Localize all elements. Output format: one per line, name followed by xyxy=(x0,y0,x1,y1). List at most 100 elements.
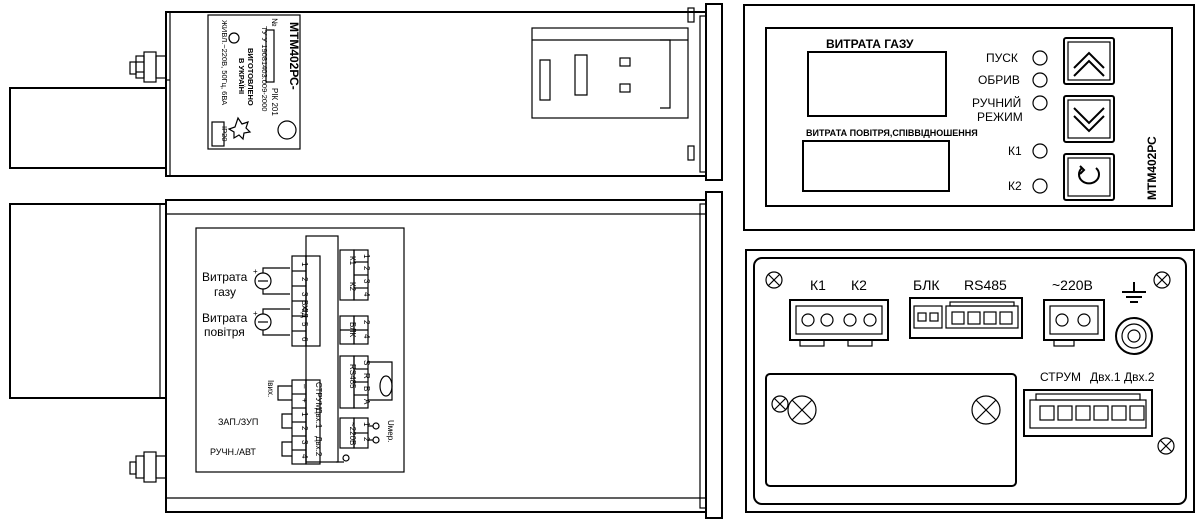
ground-symbol-icon xyxy=(1122,282,1146,303)
ind-k2-label: К2 xyxy=(1008,179,1022,193)
ind-k2-led xyxy=(1032,178,1048,194)
relay-terminal-block: К1 К2 1 2 3 4 xyxy=(339,249,371,301)
air-label-1: Витрата xyxy=(202,311,248,325)
down-button[interactable] xyxy=(1063,95,1115,143)
gas-sensor-icon: + xyxy=(253,267,290,295)
ind-k1-led xyxy=(1032,143,1048,159)
nameplate-model: МТМ402РС- xyxy=(287,22,301,90)
cover-screw-right-icon xyxy=(971,395,1001,425)
cover-screw-left-icon xyxy=(787,395,817,425)
cycle-icon xyxy=(1078,167,1100,185)
quality-star-icon xyxy=(227,116,252,141)
wiring-zap: ЗАП./ЗУП xyxy=(218,417,258,427)
front-panel: ВИТРАТА ГАЗУ ВИТРАТА ПОВІТРЯ,СПІВВІДНОШЕ… xyxy=(743,4,1195,231)
strum-pin-4: 2 xyxy=(300,426,309,431)
logo-icon xyxy=(277,120,297,140)
strum-pin-1: – xyxy=(300,384,309,389)
wiring-k1: К1 xyxy=(348,256,357,266)
strum-pin-5: 3 xyxy=(300,440,309,445)
rear-panel-frame xyxy=(745,249,1195,513)
ind-start-label: ПУСК xyxy=(986,51,1018,65)
strum-dvh-connector xyxy=(1023,389,1153,437)
k-pin-2: 2 xyxy=(362,266,371,271)
ind-break-led xyxy=(1032,72,1048,88)
blk-rs485-connector xyxy=(909,297,1023,339)
blk-terminal-block: БЛК 2 4 xyxy=(339,315,371,345)
svg-text:+: + xyxy=(253,309,258,318)
pin-1: 1 xyxy=(300,262,309,267)
rear-panel: К1 К2 БЛК RS485 ~220В xyxy=(745,249,1195,513)
front-model-label: МТМ402РС xyxy=(1145,136,1159,200)
strum-pin-6: 4 xyxy=(300,454,309,459)
air-flow-display xyxy=(802,140,950,192)
input-terminal-block: ВХІД 1 2 3 4 5 6 xyxy=(291,255,321,347)
mounting-clip xyxy=(531,27,689,119)
pin-4: 4 xyxy=(300,307,309,312)
air-sensor-icon: + xyxy=(253,308,290,336)
k-pin-3: 3 xyxy=(362,279,371,284)
top-side-view: МТМ402РС- № РІК 201 ТУ У 19081403.009-20… xyxy=(9,3,723,181)
nameplate-ip: IP20 xyxy=(220,126,229,141)
bolt xyxy=(129,51,167,83)
rear-dvh2-label: Двх.2 xyxy=(1124,370,1155,384)
rs-pin-r: R xyxy=(362,373,371,379)
up-button[interactable] xyxy=(1063,37,1115,85)
pin-2: 2 xyxy=(300,277,309,282)
wiring-iout: Івих. xyxy=(266,380,275,397)
wiring-dvh1: Двх.1 xyxy=(314,408,323,429)
gas-label-2: газу xyxy=(214,285,236,299)
corner-screw-icons xyxy=(765,271,1175,455)
pw-pin-2: 2 xyxy=(362,437,371,442)
cover-plate xyxy=(765,373,1017,487)
pin-6: 6 xyxy=(300,337,309,342)
nameplate-number: № xyxy=(270,18,279,27)
rear-rs485-label: RS485 xyxy=(964,277,1007,293)
rs-pin-s: S xyxy=(362,360,371,365)
rear-k2-label: К2 xyxy=(851,277,867,293)
rear-panel-inner xyxy=(753,257,1187,505)
wiring-label xyxy=(195,227,405,473)
rear-dvh1-label: Двх.1 xyxy=(1090,370,1121,384)
blk-pin-a: 2 xyxy=(362,320,371,325)
wiring-strum: СТРУМ xyxy=(314,382,323,410)
ind-start-led xyxy=(1032,50,1048,66)
rear-strum-label: СТРУМ xyxy=(1040,370,1081,384)
front-panel-face xyxy=(765,27,1173,207)
strum-pin-3: 1 xyxy=(300,412,309,417)
rear-220v-label: ~220В xyxy=(1052,277,1093,293)
chevron-up-icon xyxy=(1073,51,1105,69)
wiring-umer: Uмер. xyxy=(386,420,395,442)
bottom-side-view: + + Витрата газу Витрата повітря ВХІД 1 … xyxy=(9,191,723,519)
ground-terminal xyxy=(1115,317,1153,355)
input-label: ВХІД xyxy=(300,300,309,319)
strum-pin-2: + xyxy=(300,398,309,403)
ind-manual-label-2: РЕЖИМ xyxy=(977,110,1023,124)
cert-mark-icon xyxy=(228,32,240,44)
ind-break-label: ОБРИВ xyxy=(978,73,1020,87)
nameplate: МТМ402РС- № РІК 201 ТУ У 19081403.009-20… xyxy=(207,14,301,150)
nameplate-power: ЖИВЛ.~220В, 50Гц, 6ВА xyxy=(220,20,229,105)
rear-box xyxy=(9,87,167,169)
wiring-k2: К2 xyxy=(348,282,357,292)
k-pin-1: 1 xyxy=(362,254,371,259)
wiring-blk: БЛК xyxy=(348,322,357,338)
power-connector xyxy=(1043,299,1105,347)
rs-pin-a: A xyxy=(362,399,371,405)
rs485-terminal-block: RS485 S R B A xyxy=(339,355,393,409)
svg-text:+: + xyxy=(253,267,258,276)
power-terminal-block: ~220В 1 2 Uмер. xyxy=(336,417,395,463)
air-label-2: повітря xyxy=(204,325,245,339)
rear-box-bottom xyxy=(9,203,167,399)
front-panel-frame xyxy=(743,4,1195,231)
wiring-dvh2: Двх.2 xyxy=(314,436,323,457)
strum-terminal-block: СТРУМ Двх.1 Двх.2 – + 1 2 3 4 xyxy=(277,379,323,465)
body-bottom xyxy=(165,199,707,513)
ind-k1-label: К1 xyxy=(1008,144,1022,158)
nameplate-year: РІК 201 xyxy=(270,88,279,116)
rear-blk-label: БЛК xyxy=(913,277,940,293)
mode-button[interactable] xyxy=(1063,153,1115,201)
wiring-rs485: RS485 xyxy=(348,364,357,389)
k1-k2-connector xyxy=(789,299,889,347)
rs-pin-b: B xyxy=(362,386,371,391)
